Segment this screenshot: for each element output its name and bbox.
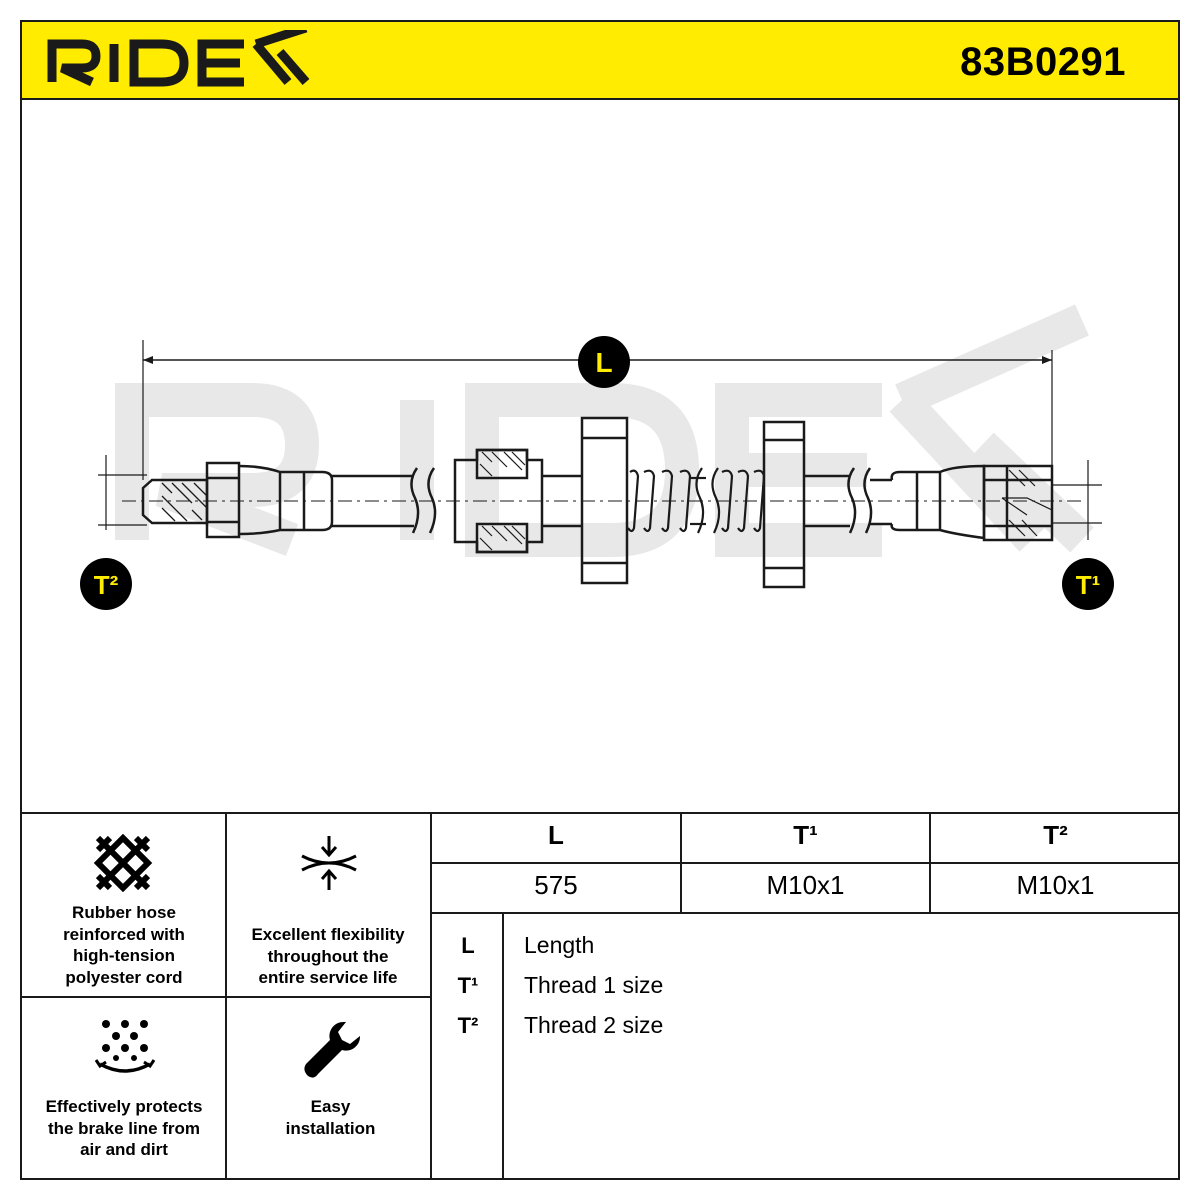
feature-text-reinforced: Rubber hose reinforced with high-tension…: [63, 903, 185, 987]
legend-symbol: T¹: [457, 973, 479, 998]
grid-divider: [20, 996, 431, 998]
particles-shield-icon: [94, 1016, 156, 1083]
grid-divider: [20, 812, 1180, 814]
header-bar: 83B0291: [20, 20, 1180, 100]
cross-weave-icon: [92, 833, 154, 897]
brake-hose-drawing: L T² T¹: [22, 100, 1178, 812]
header-length: L: [548, 820, 564, 850]
grid-divider: [929, 812, 931, 912]
badge-length: L: [578, 336, 630, 388]
feature-text-installation: Easy installation: [285, 1097, 376, 1138]
part-number: 83B0291: [960, 40, 1126, 84]
header-thread2: T²: [1043, 820, 1068, 850]
badge-thread1: T¹: [1062, 558, 1114, 610]
svg-text:L: L: [595, 347, 612, 378]
badge-thread2: T²: [80, 558, 132, 610]
grid-divider: [430, 912, 1180, 914]
grid-divider: [680, 812, 682, 912]
svg-text:T¹: T¹: [1076, 570, 1101, 600]
value-thread2: M10x1: [1016, 870, 1095, 900]
feature-text-flexibility: Excellent flexibility throughout the ent…: [251, 925, 405, 987]
grid-divider: [502, 912, 504, 1180]
feature-text-protection: Effectively protects the brake line from…: [45, 1097, 203, 1159]
grid-divider: [430, 862, 1180, 864]
value-thread1: M10x1: [766, 870, 845, 900]
legend-description: Thread 1 size: [524, 972, 664, 998]
grid-divider: [430, 812, 432, 1180]
header-thread1: T¹: [793, 820, 818, 850]
outer-frame: [20, 20, 1180, 1180]
wrench-icon: [300, 1018, 362, 1085]
value-length: 575: [534, 870, 578, 900]
legend-description: Thread 2 size: [524, 1012, 664, 1038]
ridex-watermark: [115, 304, 1094, 557]
svg-text:T²: T²: [94, 570, 119, 600]
legend-description: Length: [524, 932, 595, 958]
ridex-logo: [44, 23, 314, 95]
legend-symbol: L: [461, 933, 475, 958]
legend-symbol: T²: [457, 1013, 479, 1038]
compression-arrows-icon: [298, 834, 360, 897]
